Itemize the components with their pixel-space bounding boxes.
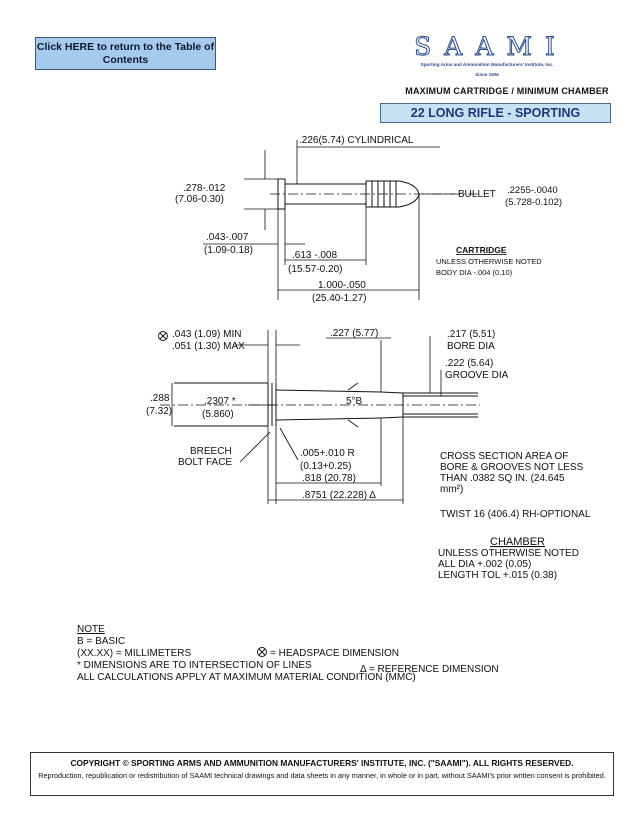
dim-rim-dia-mm: (7.06-0.30) xyxy=(175,194,224,205)
cross-section-line2: BORE & GROOVES NOT LESS xyxy=(440,462,584,473)
dim-overall-length: 1.000-.050 xyxy=(318,280,366,291)
dim-rim-thickness: .043-.007 xyxy=(206,232,249,243)
headspace-symbol-icon xyxy=(158,331,168,341)
saami-logo: SAAMI Sporting Arms and Ammunition Manuf… xyxy=(392,32,582,77)
dim-length-818: .818 (20.78) xyxy=(302,473,356,484)
logo-subtitle: Sporting Arms and Ammunition Manufacture… xyxy=(420,62,554,67)
dim-chamber-dia: .288 xyxy=(150,393,170,404)
dim-bore-dia: .217 (5.51) xyxy=(447,329,495,340)
dim-bullet-dia-mm: (5.728-0.102) xyxy=(505,197,562,208)
logo-since: Since 1926 xyxy=(475,72,499,77)
dim-case-length: .613 -.008 xyxy=(292,250,337,261)
cartridge-dimension-lines xyxy=(203,140,455,300)
headspace-legend-icon xyxy=(257,647,267,657)
page-title: 22 LONG RIFLE - SPORTING xyxy=(380,103,611,123)
cross-section-line1: CROSS SECTION AREA OF xyxy=(440,451,568,462)
groove-dia-label: GROOVE DIA xyxy=(445,370,509,381)
bolt-face-label: BOLT FACE xyxy=(178,457,232,468)
breech-label: BREECH xyxy=(190,446,232,457)
table-of-contents-link[interactable]: Click HERE to return to the Table of Con… xyxy=(35,37,216,70)
dim-rim-thickness-mm: (1.09-0.18) xyxy=(204,245,253,256)
dim-length-8751: .8751 (22.228) Δ xyxy=(302,490,376,501)
dim-throat-dia: .227 (5.77) xyxy=(330,328,378,339)
dim-rim-dia: .278-.012 xyxy=(183,183,226,194)
chamber-note-line2: ALL DIA +.002 (0.05) xyxy=(438,559,531,570)
cartridge-note-title: CARTRIDGE xyxy=(456,245,507,255)
copyright-notice: Reproduction, republication or redistrib… xyxy=(38,771,606,780)
chamber-dimension-lines xyxy=(171,330,442,504)
note-mmc: ALL CALCULATIONS APPLY AT MAXIMUM MATERI… xyxy=(77,672,416,683)
note-reference: Δ = REFERENCE DIMENSION xyxy=(360,664,499,675)
note-asterisk: * DIMENSIONS ARE TO INTERSECTION OF LINE… xyxy=(77,660,312,671)
bullet-label: BULLET xyxy=(458,189,496,200)
cartridge-note-line2: BODY DIA -.004 (0.10) xyxy=(436,268,513,277)
chamber-note-title: CHAMBER xyxy=(490,536,545,548)
dim-radius: .005+.010 R xyxy=(300,448,355,459)
copyright-line: COPYRIGHT © SPORTING ARMS AND AMMUNITION… xyxy=(70,758,574,768)
dim-groove-dia: .222 (5.64) xyxy=(445,358,493,369)
chamber-outline xyxy=(160,382,480,427)
notes-title: NOTE xyxy=(77,624,105,635)
bore-dia-label: BORE DIA xyxy=(447,341,495,352)
copyright-footer: COPYRIGHT © SPORTING ARMS AND AMMUNITION… xyxy=(30,752,614,796)
note-headspace: = HEADSPACE DIMENSION xyxy=(270,648,399,659)
dim-headspace-min: .043 (1.09) MIN xyxy=(172,329,241,340)
dim-body-dia-mm: (5.860) xyxy=(202,409,234,420)
chamber-note-line3: LENGTH TOL +.015 (0.38) xyxy=(438,570,557,581)
logo-letters: SAAMI xyxy=(414,32,568,61)
cartridge-note-line1: UNLESS OTHERWISE NOTED xyxy=(436,257,542,266)
dim-case-length-mm: (15.57-0.20) xyxy=(288,264,342,275)
dim-radius-mm: (0.13+0.25) xyxy=(300,461,351,472)
throat-angle: 5°B xyxy=(346,396,363,407)
twist-rate: TWIST 16 (406.4) RH-OPTIONAL xyxy=(440,509,591,520)
dim-bullet-dia: .2255-.0040 xyxy=(507,185,558,196)
chamber-note-line1: UNLESS OTHERWISE NOTED xyxy=(438,548,579,559)
cross-section-line4: mm²) xyxy=(440,484,463,495)
dim-chamber-dia-mm: (7.32) xyxy=(146,406,172,417)
note-basic: B = BASIC xyxy=(77,636,125,647)
dim-cylindrical: .226(5.74) CYLINDRICAL xyxy=(299,135,414,146)
page-subtitle: MAXIMUM CARTRIDGE / MINIMUM CHAMBER xyxy=(405,86,609,96)
dim-body-dia: .2307 * xyxy=(204,396,236,407)
dim-overall-length-mm: (25.40-1.27) xyxy=(312,293,366,304)
dim-headspace-max: .051 (1.30) MAX xyxy=(172,341,245,352)
note-millimeters: (XX.XX) = MILLIMETERS xyxy=(77,648,192,659)
cross-section-line3: THAN .0382 SQ IN. (24.645 xyxy=(440,473,565,484)
